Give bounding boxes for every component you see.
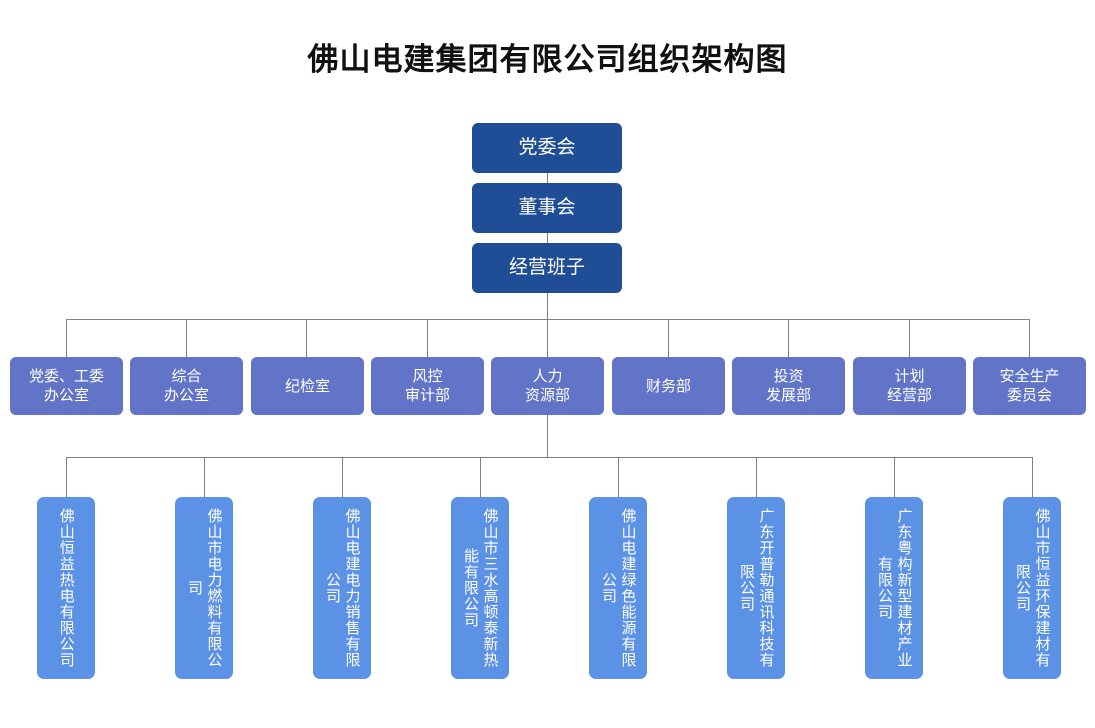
node-risk-control-audit[interactable]: 风控 审计部 <box>371 357 484 415</box>
connector-dept-6 <box>668 319 669 357</box>
node-label-line1: 人力 <box>532 367 563 386</box>
connector-sub-3 <box>342 457 343 497</box>
node-label-line2: 发展部 <box>765 386 811 404</box>
node-label: 经营班子 <box>508 256 585 279</box>
node-label: 党委会 <box>518 136 576 159</box>
node-power-sales[interactable]: 佛山电建电力销售有限公司 <box>313 497 371 679</box>
connector-dept-9 <box>1029 319 1030 357</box>
connector-board-to-management <box>547 233 548 243</box>
connector-sub-8 <box>1032 457 1033 497</box>
node-label-line1: 党委、工委 <box>28 367 104 386</box>
node-sanshui-gaodontai-thermal[interactable]: 佛山市三水高顿泰新热能有限公司 <box>451 497 509 679</box>
node-label: 佛山恒益热电有限公司 <box>57 508 76 668</box>
node-label: 风控 审计部 <box>405 367 450 405</box>
node-label-line2: 资源部 <box>524 386 570 404</box>
node-label: 广东开普勒通讯科技有限公司 <box>738 508 776 668</box>
connector-dept-5 <box>547 319 548 357</box>
node-party-union-office[interactable]: 党委、工委 办公室 <box>10 357 123 415</box>
node-label: 综合 办公室 <box>164 367 209 405</box>
subsidiary-bus-line <box>66 457 1033 458</box>
node-management-team[interactable]: 经营班子 <box>472 243 622 293</box>
node-label-line1: 安全生产 <box>999 367 1060 386</box>
node-label: 广东粤构新型建材产业有限公司 <box>876 508 914 668</box>
node-label: 佛山市电力燃料有限公司 <box>186 508 224 668</box>
node-label-line2: 经营部 <box>886 386 932 404</box>
node-label: 佛山电建绿色能源有限公司 <box>600 508 638 668</box>
node-label-line1: 计划 <box>894 367 925 386</box>
node-label: 安全生产 委员会 <box>999 367 1059 405</box>
connector-party-to-board <box>547 173 548 183</box>
node-discipline-inspection-office[interactable]: 纪检室 <box>251 357 364 415</box>
node-label: 财务部 <box>645 376 691 395</box>
node-label-line1: 投资 <box>773 367 804 386</box>
page-title: 佛山电建集团有限公司组织架构图 <box>307 42 788 78</box>
connector-dept-4 <box>427 319 428 357</box>
connector-sub-2 <box>204 457 205 497</box>
node-label-line1: 风控 <box>412 367 443 386</box>
connector-sub-6 <box>756 457 757 497</box>
node-yuegou-building-materials[interactable]: 广东粤构新型建材产业有限公司 <box>865 497 923 679</box>
node-label: 佛山市三水高顿泰新热能有限公司 <box>462 508 500 668</box>
node-label: 纪检室 <box>284 376 330 395</box>
node-label: 董事会 <box>518 196 576 219</box>
node-safety-production-committee[interactable]: 安全生产 委员会 <box>973 357 1086 415</box>
connector-subsidiary-stem <box>547 415 548 457</box>
connector-dept-2 <box>186 319 187 357</box>
connector-management-stem <box>547 293 548 319</box>
node-label-line2: 办公室 <box>43 386 89 404</box>
connector-dept-1 <box>66 319 67 357</box>
node-label-line2: 办公室 <box>163 386 209 404</box>
node-label-line1: 综合 <box>171 367 202 386</box>
node-hengyi-eco-building-materials[interactable]: 佛山市恒益环保建材有限公司 <box>1003 497 1061 679</box>
node-party-committee[interactable]: 党委会 <box>472 123 622 173</box>
node-general-office[interactable]: 综合 办公室 <box>130 357 243 415</box>
node-label-line2: 审计部 <box>404 386 450 404</box>
node-label: 佛山电建电力销售有限公司 <box>324 508 362 668</box>
connector-sub-7 <box>894 457 895 497</box>
node-finance[interactable]: 财务部 <box>612 357 725 415</box>
node-label: 佛山市恒益环保建材有限公司 <box>1014 508 1052 668</box>
connector-sub-4 <box>480 457 481 497</box>
connector-dept-8 <box>909 319 910 357</box>
node-label: 人力 资源部 <box>525 367 570 405</box>
node-kepler-telecom[interactable]: 广东开普勒通讯科技有限公司 <box>727 497 785 679</box>
node-hengyi-thermal-power[interactable]: 佛山恒益热电有限公司 <box>37 497 95 679</box>
node-label: 计划 经营部 <box>887 367 932 405</box>
node-green-energy[interactable]: 佛山电建绿色能源有限公司 <box>589 497 647 679</box>
node-board-of-directors[interactable]: 董事会 <box>472 183 622 233</box>
connector-sub-5 <box>618 457 619 497</box>
node-label-line2: 委员会 <box>1006 386 1052 404</box>
node-electric-power-fuel[interactable]: 佛山市电力燃料有限公司 <box>175 497 233 679</box>
node-human-resources[interactable]: 人力 资源部 <box>491 357 604 415</box>
connector-dept-3 <box>306 319 307 357</box>
connector-dept-7 <box>788 319 789 357</box>
node-investment-development[interactable]: 投资 发展部 <box>732 357 845 415</box>
connector-sub-1 <box>66 457 67 497</box>
node-label: 党委、工委 办公室 <box>29 367 104 405</box>
node-label: 投资 发展部 <box>766 367 811 405</box>
node-planning-operations[interactable]: 计划 经营部 <box>853 357 966 415</box>
